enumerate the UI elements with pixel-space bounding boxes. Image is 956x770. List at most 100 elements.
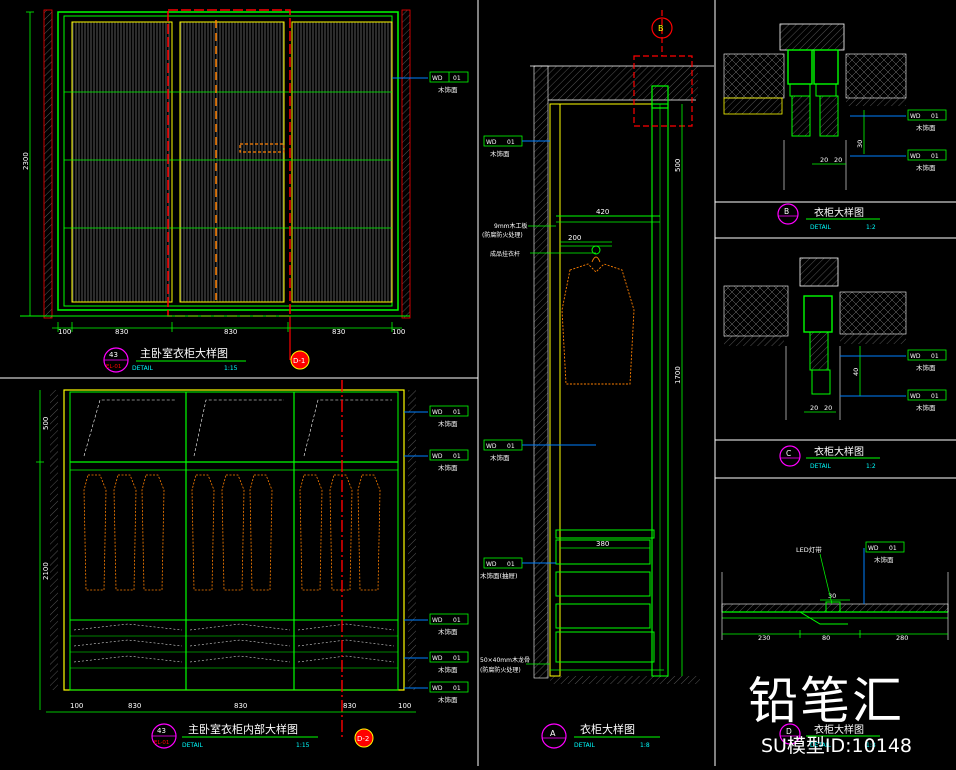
svg-text:D-1: D-1 [293, 357, 305, 365]
detail-d-view: 230 80 280 30 LED灯带 WD 01 木饰面 D 衣柜大样图 DE… [721, 541, 949, 749]
svg-text:衣柜大样图: 衣柜大样图 [580, 722, 635, 736]
sec-dim-1700: 1700 [674, 366, 682, 384]
svg-text:主卧室衣柜内部大样图: 主卧室衣柜内部大样图 [188, 722, 298, 736]
elev-dim-3: 830 [332, 328, 345, 336]
elev-dim-1: 830 [115, 328, 128, 336]
detail-b-view: 20 20 30 WD 01 木饰面 WD 01 木饰面 B 衣柜大样图 DET… [723, 23, 947, 231]
d-dim-30: 30 [828, 592, 836, 600]
c-tag-2: WD 01 木饰面 [840, 389, 947, 412]
svg-text:木饰面: 木饰面 [874, 555, 894, 564]
svg-text:木饰面: 木饰面 [438, 665, 458, 674]
svg-text:木饰面: 木饰面 [438, 627, 458, 636]
b-dim-20a: 20 [820, 156, 828, 164]
svg-text:衣柜大样图: 衣柜大样图 [814, 445, 864, 458]
svg-text:01: 01 [507, 561, 515, 568]
elevation-title: 43 EL-01 主卧室衣柜大样图 DETAIL 1:15 D-1 [103, 346, 310, 373]
svg-text:木饰面: 木饰面 [916, 163, 936, 172]
c-dim-40: 40 [852, 368, 860, 376]
svg-text:01: 01 [931, 153, 939, 160]
svg-text:01: 01 [453, 453, 461, 460]
svg-text:木饰面: 木饰面 [438, 695, 458, 704]
note-batten: 50×40mm木龙骨 [480, 656, 530, 664]
svg-text:木饰面: 木饰面 [916, 403, 936, 412]
int-dim-main: 2100 [42, 562, 50, 580]
d-dim-80: 80 [822, 634, 830, 642]
svg-text:木饰面: 木饰面 [490, 453, 510, 462]
svg-text:01: 01 [453, 685, 461, 692]
int-dim-2: 830 [234, 702, 247, 710]
svg-text:木饰面: 木饰面 [490, 149, 510, 158]
c-tag-1: WD 01 木饰面 [840, 349, 947, 372]
svg-text:衣柜大样图: 衣柜大样图 [814, 206, 864, 219]
svg-text:WD: WD [432, 409, 443, 416]
int-material-tag-2: WD 01 木饰面 [404, 449, 469, 472]
svg-text:01: 01 [931, 353, 939, 360]
svg-text:EL-01: EL-01 [106, 364, 121, 370]
svg-text:木饰面: 木饰面 [916, 123, 936, 132]
svg-text:01: 01 [453, 655, 461, 662]
svg-text:01: 01 [453, 409, 461, 416]
svg-text:WD: WD [432, 655, 443, 662]
detail-c-title: C 衣柜大样图 DETAIL 1:2 [779, 445, 880, 470]
svg-text:DETAIL: DETAIL [810, 742, 831, 749]
note-fire-1: (防腐防火处理) [482, 231, 523, 239]
svg-text:01: 01 [507, 139, 515, 146]
int-material-tag-1: WD 01 木饰面 [404, 405, 469, 428]
svg-text:木饰面: 木饰面 [438, 419, 458, 428]
svg-text:DETAIL: DETAIL [182, 742, 203, 749]
int-material-tag-4: WD 01 木饰面 [404, 651, 469, 674]
note-shelf: 木饰面(抽屉) [480, 571, 518, 580]
svg-text:WD: WD [486, 561, 497, 568]
svg-text:01: 01 [931, 113, 939, 120]
note-rail: 成品挂衣杆 [490, 250, 520, 258]
svg-text:WD: WD [486, 139, 497, 146]
b-dim-20b: 20 [834, 156, 842, 164]
svg-text:木饰面: 木饰面 [438, 85, 458, 94]
svg-text:WD: WD [432, 685, 443, 692]
svg-text:DETAIL: DETAIL [574, 742, 595, 749]
svg-text:木饰面: 木饰面 [916, 363, 936, 372]
elev-dim-4: 100 [392, 328, 405, 336]
sec-tag-1: WD 01 木饰面 [483, 135, 550, 158]
svg-text:EL-01: EL-01 [154, 740, 169, 746]
elevation-view: 100 830 830 830 100 2300 WD 01 木饰面 43 EL… [20, 9, 469, 373]
elev-material-tag: WD 01 木饰面 [392, 71, 469, 94]
sec-dim-420: 420 [596, 208, 609, 216]
detail-d-title: D 衣柜大样图 DETAIL 1:8 [779, 723, 880, 749]
detail-b-title: B 衣柜大样图 DETAIL 1:2 [777, 203, 880, 231]
b-tag-2: WD 01 木饰面 [850, 149, 947, 172]
svg-text:WD: WD [432, 453, 443, 460]
svg-text:1:8: 1:8 [866, 742, 876, 749]
section-a-title: A 衣柜大样图 DETAIL 1:8 [541, 722, 660, 749]
svg-text:WD: WD [910, 353, 921, 360]
detail-c-view: 20 20 40 WD 01 木饰面 WD 01 木饰面 C 衣柜大样图 DET… [723, 257, 947, 470]
c-dim-20b: 20 [824, 404, 832, 412]
c-dim-20a: 20 [810, 404, 818, 412]
interior-view: 500 2100 100 830 830 830 100 WD 01 木饰面 W… [36, 380, 469, 749]
d-dim-230: 230 [758, 634, 770, 642]
svg-text:01: 01 [889, 545, 897, 552]
svg-text:衣柜大样图: 衣柜大样图 [814, 723, 864, 736]
int-material-tag-5: WD 01 木饰面 [404, 681, 469, 704]
svg-text:WD: WD [910, 153, 921, 160]
svg-text:DETAIL: DETAIL [810, 224, 831, 231]
svg-text:43: 43 [157, 727, 166, 735]
svg-text:主卧室衣柜大样图: 主卧室衣柜大样图 [140, 346, 228, 360]
d-dim-280: 280 [896, 634, 908, 642]
svg-text:WD: WD [910, 113, 921, 120]
sec-tag-2: WD 01 木饰面 [483, 439, 596, 462]
elev-dim-height: 2300 [22, 152, 30, 170]
watermark-model-id: SU模型ID:10148 [760, 735, 912, 757]
note-board: 9mm木工板 [494, 222, 528, 230]
sec-tag-3: WD 01 木饰面(抽屉) [480, 557, 556, 580]
int-material-tag-3: WD 01 木饰面 [404, 613, 469, 636]
svg-text:B: B [658, 24, 664, 33]
watermark-brand: 铅笔汇 [748, 672, 904, 730]
elev-dim-0: 100 [58, 328, 71, 336]
svg-text:1:2: 1:2 [866, 463, 876, 470]
svg-text:DETAIL: DETAIL [132, 365, 153, 372]
svg-text:1:2: 1:2 [866, 224, 876, 231]
elev-dim-2: 830 [224, 328, 237, 336]
section-a-view: B 420 200 380 500 1700 W [480, 10, 714, 749]
